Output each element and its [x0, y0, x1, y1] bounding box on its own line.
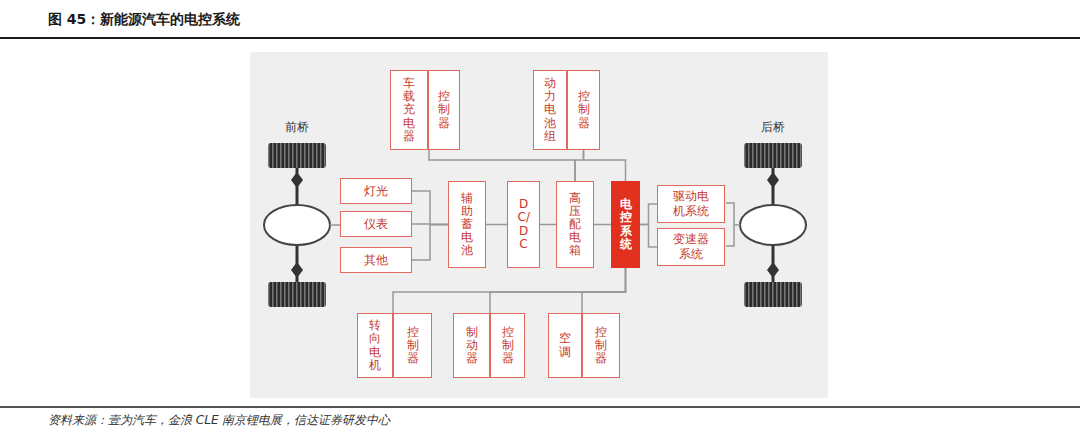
source-caption: 资料来源：壹为汽车，金浪 CLE 南京锂电展，信达证券研发中心: [48, 412, 390, 429]
rule: [0, 37, 1080, 39]
box-label: DC/DC: [518, 198, 530, 251]
component-box: 灯光: [340, 178, 412, 204]
box-label: 控制器: [578, 90, 590, 130]
axle-label: 前桥: [285, 119, 309, 136]
wire-connector: [412, 191, 448, 225]
box-label: 高压配电箱: [569, 192, 581, 258]
box-label: 辅助蓄电池: [461, 192, 473, 258]
axle-label: 后桥: [761, 119, 785, 136]
box-label: 动力电池组: [544, 77, 556, 143]
component-box: 控制器: [393, 313, 432, 378]
component-box: 控制器: [582, 313, 620, 378]
component-box: DC/DC: [507, 181, 540, 268]
box-label: 电控系统: [620, 198, 632, 251]
component-box: 动力电池组: [533, 70, 567, 150]
component-box: 变速器系统: [657, 228, 725, 266]
wire-connector: [429, 150, 575, 181]
component-box: 仪表: [340, 211, 412, 237]
component-box: 辅助蓄电池: [448, 181, 486, 268]
wire-connector: [393, 268, 626, 313]
wire-connector: [412, 225, 448, 261]
wire-connector: [640, 204, 657, 225]
box-label: 控制器: [407, 326, 419, 366]
component-box: 驱动电机系统: [657, 185, 725, 223]
box-label: 车载充电器: [403, 77, 415, 143]
wire-connector: [584, 150, 626, 181]
box-label: 灯光: [364, 184, 388, 199]
wire-connector: [582, 268, 626, 313]
figure-title: 图 45：新能源汽车的电控系统: [48, 11, 240, 29]
panel: [250, 52, 828, 398]
box-label: 其他: [364, 253, 388, 268]
component-box: 高压配电箱: [556, 181, 594, 268]
wire-connector: [486, 224, 507, 225]
component-box: 车载充电器: [390, 70, 428, 150]
box-label: 制动器: [466, 326, 478, 366]
box-label: 驱动电机系统: [672, 189, 710, 219]
component-box: 制动器: [453, 313, 490, 378]
rule: [0, 406, 1080, 408]
component-box: 转向电机: [357, 313, 393, 378]
component-box: 控制器: [490, 313, 525, 378]
wire-connector: [575, 150, 584, 181]
box-label: 仪表: [364, 217, 388, 232]
box-label: 变速器系统: [672, 232, 710, 262]
wire-connector: [490, 268, 626, 313]
wire-connector: [540, 224, 556, 225]
wire-connector: [594, 224, 611, 225]
front-axle: [264, 143, 340, 307]
box-label: 控制器: [595, 326, 607, 366]
component-box: 其他: [340, 247, 412, 273]
component-box: 控制器: [567, 70, 600, 150]
box-label: 控制器: [502, 326, 514, 366]
highlight-box: 电控系统: [611, 181, 640, 268]
component-box: 空调: [548, 313, 582, 378]
box-label: 控制器: [438, 90, 450, 130]
wire-connector: [640, 225, 657, 248]
box-label: 空调: [559, 332, 571, 358]
box-label: 转向电机: [369, 319, 381, 372]
rear-axle: [726, 143, 806, 307]
component-box: 控制器: [428, 70, 460, 150]
